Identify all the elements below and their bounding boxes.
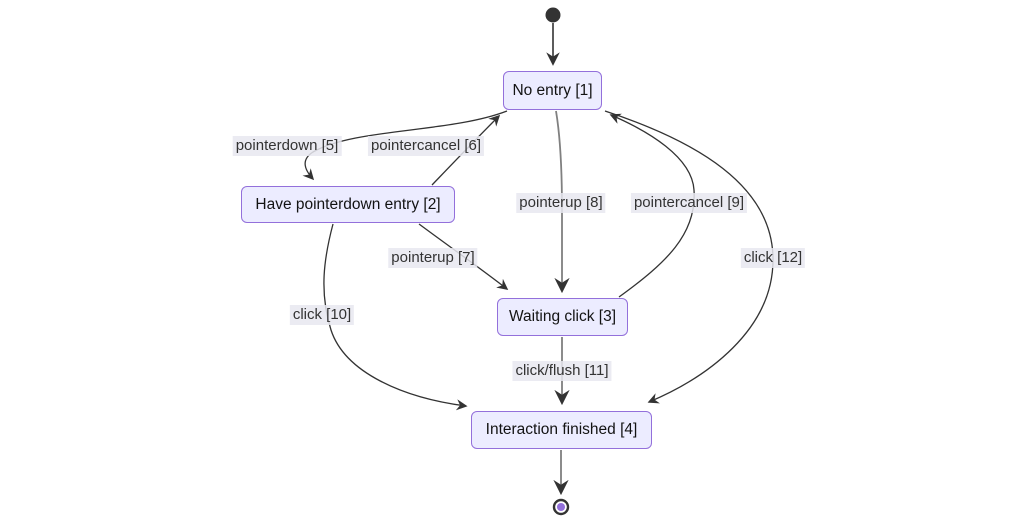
edge-label-click-12: click [12] [740,248,806,268]
edge-label-pointercancel-6: pointercancel [6] [367,136,485,156]
edge-click-10 [323,223,468,411]
edge-label-pointerup-7: pointerup [7] [388,248,478,268]
end-state-node [552,498,570,516]
state-node-label: Interaction finished [4] [485,421,638,438]
end-state-inner-dot [557,503,565,511]
edge-label-pointerup-8: pointerup [8] [516,193,606,213]
edge-pointercancel-9 [609,113,695,298]
edge-label-click-10: click [10] [289,305,355,325]
state-node-no-entry: No entry [1] [503,71,602,110]
start-state-node [545,7,561,23]
edge-label-click-flush-11: click/flush [11] [512,361,612,381]
state-node-interaction-finished: Interaction finished [4] [471,411,652,449]
state-node-waiting-click: Waiting click [3] [497,298,628,336]
edge-label-pointercancel-9: pointercancel [9] [630,193,748,213]
edge-label-pointerdown-5: pointerdown [5] [232,136,342,156]
state-node-label: Waiting click [3] [508,308,617,325]
state-node-label: Have pointerdown entry [2] [255,195,441,213]
state-node-have-pointerdown-entry: Have pointerdown entry [2] [241,186,455,223]
state-node-label: No entry [1] [512,81,593,99]
